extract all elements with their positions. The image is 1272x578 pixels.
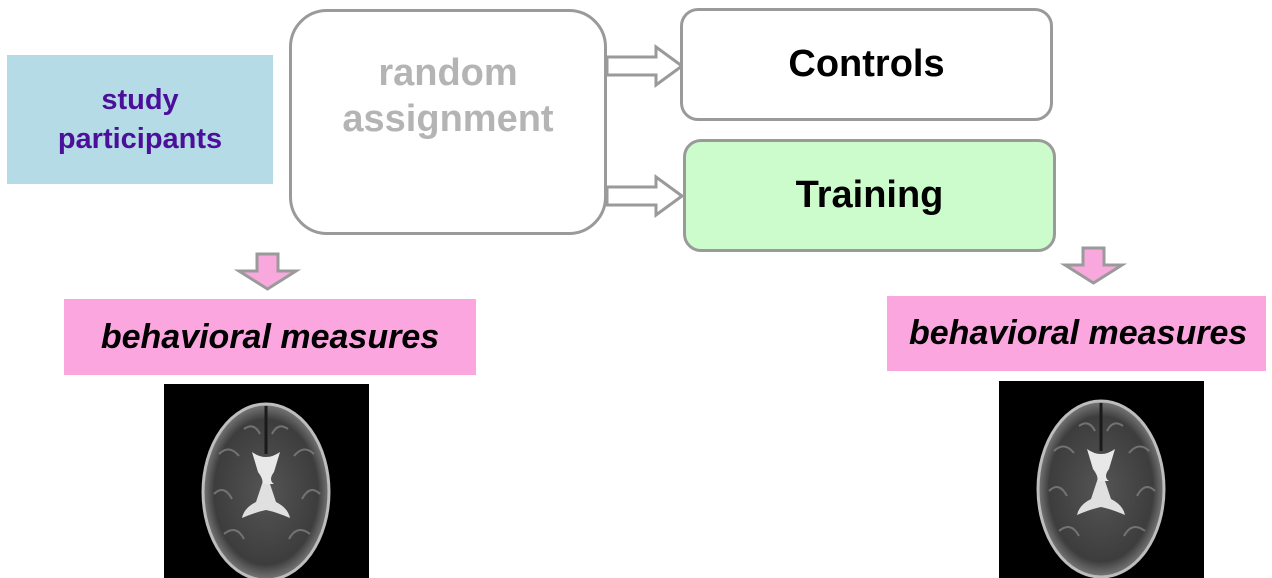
behavioral-measures-pre-box: behavioral measures xyxy=(64,299,476,375)
controls-label: Controls xyxy=(788,43,945,85)
arrow-down-pre-icon xyxy=(233,252,302,291)
behavioral-measures-pre-label: behavioral measures xyxy=(100,317,440,356)
brain-mri-pre-image xyxy=(164,384,369,578)
arrow-to-training-icon xyxy=(605,174,685,218)
training-group-box: Training xyxy=(683,139,1056,252)
study-participants-box: study participants xyxy=(7,55,273,184)
behavioral-measures-post-box: behavioral measures xyxy=(887,296,1266,371)
training-label: Training xyxy=(795,174,944,216)
behavioral-measures-post-label: behavioral measures xyxy=(909,314,1248,352)
random-assignment-line1: random xyxy=(378,52,518,94)
random-assignment-line2: assignment xyxy=(342,98,554,140)
arrow-down-post-icon xyxy=(1059,246,1128,285)
study-participants-line2: participants xyxy=(57,122,223,155)
controls-group-box: Controls xyxy=(680,8,1053,121)
study-participants-line1: study xyxy=(101,83,179,116)
brain-mri-post-image xyxy=(999,381,1204,578)
random-assignment-box: random assignment xyxy=(289,9,607,235)
arrow-to-controls-icon xyxy=(605,44,685,88)
